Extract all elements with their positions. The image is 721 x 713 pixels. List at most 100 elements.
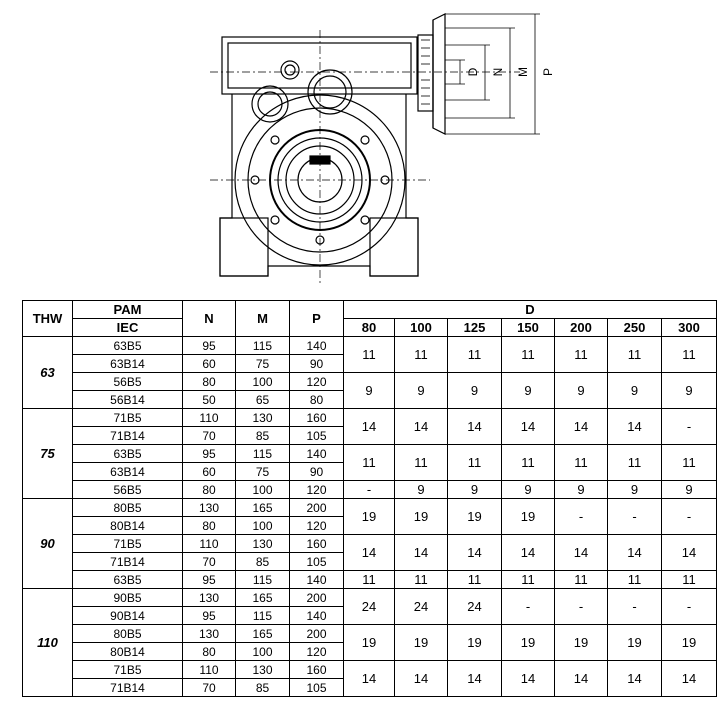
d-value-cell: 19 (447, 498, 502, 535)
m-cell: 100 (235, 480, 290, 499)
n-cell: 80 (182, 642, 236, 661)
iec-cell: 71B5 (72, 408, 183, 427)
n-cell: 130 (182, 498, 236, 517)
d-value-cell: - (661, 588, 717, 625)
header-n: N (182, 300, 236, 337)
p-cell: 200 (289, 588, 344, 607)
m-cell: 115 (235, 606, 290, 625)
iec-cell: 63B5 (72, 336, 183, 355)
d-value-cell: 14 (661, 660, 717, 697)
m-cell: 130 (235, 534, 290, 553)
d-value-cell: - (554, 588, 608, 625)
gearbox-drawing: D N M P (210, 13, 555, 285)
p-cell: 160 (289, 408, 344, 427)
d-value-cell: 14 (447, 660, 502, 697)
n-cell: 130 (182, 588, 236, 607)
p-cell: 120 (289, 516, 344, 535)
p-cell: 120 (289, 642, 344, 661)
d-value-cell: 19 (501, 624, 555, 661)
iec-cell: 56B5 (72, 480, 183, 499)
d-value-cell: 9 (394, 372, 448, 409)
m-cell: 165 (235, 624, 290, 643)
d-value-cell: 9 (501, 480, 555, 499)
n-cell: 95 (182, 606, 236, 625)
d-value-cell: 9 (343, 372, 395, 409)
iec-cell: 71B5 (72, 660, 183, 679)
d-value-cell: 11 (394, 570, 448, 589)
d-value-cell: 14 (661, 534, 717, 571)
d-value-cell: 11 (394, 336, 448, 373)
header-d: D (343, 300, 717, 319)
m-cell: 165 (235, 588, 290, 607)
d-value-cell: 14 (501, 660, 555, 697)
m-cell: 75 (235, 354, 290, 373)
d-value-cell: 9 (447, 372, 502, 409)
m-cell: 100 (235, 642, 290, 661)
n-cell: 80 (182, 372, 236, 391)
header-d-size: 100 (394, 318, 448, 337)
header-d-size: 80 (343, 318, 395, 337)
n-cell: 60 (182, 354, 236, 373)
d-value-cell: 14 (447, 534, 502, 571)
m-cell: 65 (235, 390, 290, 409)
n-cell: 80 (182, 480, 236, 499)
iec-cell: 80B5 (72, 498, 183, 517)
d-value-cell: 11 (501, 336, 555, 373)
n-cell: 80 (182, 516, 236, 535)
d-value-cell: 11 (501, 444, 555, 481)
iec-cell: 80B5 (72, 624, 183, 643)
d-value-cell: 14 (501, 408, 555, 445)
d-value-cell: 11 (554, 336, 608, 373)
p-cell: 90 (289, 462, 344, 481)
iec-cell: 63B5 (72, 570, 183, 589)
p-cell: 105 (289, 426, 344, 445)
iec-cell: 90B14 (72, 606, 183, 625)
m-cell: 100 (235, 372, 290, 391)
n-cell: 95 (182, 444, 236, 463)
p-cell: 120 (289, 372, 344, 391)
d-value-cell: 24 (447, 588, 502, 625)
d-value-cell: 19 (447, 624, 502, 661)
m-cell: 130 (235, 660, 290, 679)
d-value-cell: 9 (661, 372, 717, 409)
dim-label-n: N (491, 68, 505, 77)
d-value-cell: 14 (554, 408, 608, 445)
d-value-cell: 11 (607, 444, 662, 481)
d-value-cell: 19 (661, 624, 717, 661)
header-d-size: 250 (607, 318, 662, 337)
d-value-cell: 14 (447, 408, 502, 445)
header-iec: IEC (72, 318, 183, 337)
d-value-cell: 14 (501, 534, 555, 571)
d-value-cell: 11 (447, 570, 502, 589)
iec-cell: 56B5 (72, 372, 183, 391)
d-value-cell: 11 (394, 444, 448, 481)
p-cell: 120 (289, 480, 344, 499)
m-cell: 100 (235, 516, 290, 535)
d-value-cell: 14 (343, 660, 395, 697)
p-cell: 105 (289, 552, 344, 571)
iec-cell: 63B5 (72, 444, 183, 463)
d-value-cell: 11 (661, 570, 717, 589)
d-value-cell: 14 (607, 534, 662, 571)
d-value-cell: 11 (343, 444, 395, 481)
n-cell: 95 (182, 336, 236, 355)
m-cell: 85 (235, 552, 290, 571)
m-cell: 115 (235, 570, 290, 589)
p-cell: 160 (289, 660, 344, 679)
d-value-cell: 9 (501, 372, 555, 409)
d-value-cell: 14 (554, 534, 608, 571)
d-value-cell: 14 (343, 534, 395, 571)
dim-label-d: D (466, 67, 480, 76)
thw-size-cell: 75 (22, 408, 73, 499)
d-value-cell: 19 (394, 498, 448, 535)
m-cell: 75 (235, 462, 290, 481)
